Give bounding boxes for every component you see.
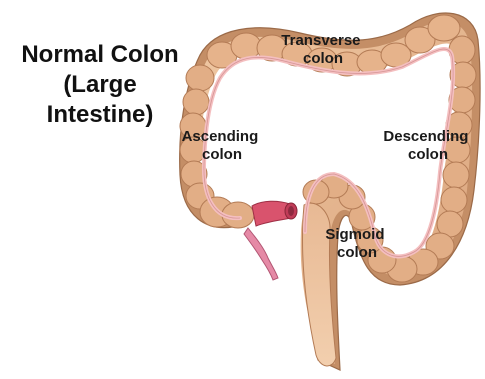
appendix: [244, 228, 278, 280]
label-descending-line2: colon: [408, 146, 448, 163]
label-sigmoid-line1: Sigmoid: [325, 226, 384, 243]
label-sigmoid-line2: colon: [337, 244, 377, 261]
label-descending-line1: Descending: [383, 128, 468, 145]
ileum: [252, 201, 297, 226]
label-ascending-line1: Ascending: [182, 128, 259, 145]
label-transverse-line2: colon: [303, 50, 343, 67]
label-ascending-line2: colon: [202, 146, 242, 163]
label-transverse-line1: Transverse: [281, 32, 360, 49]
